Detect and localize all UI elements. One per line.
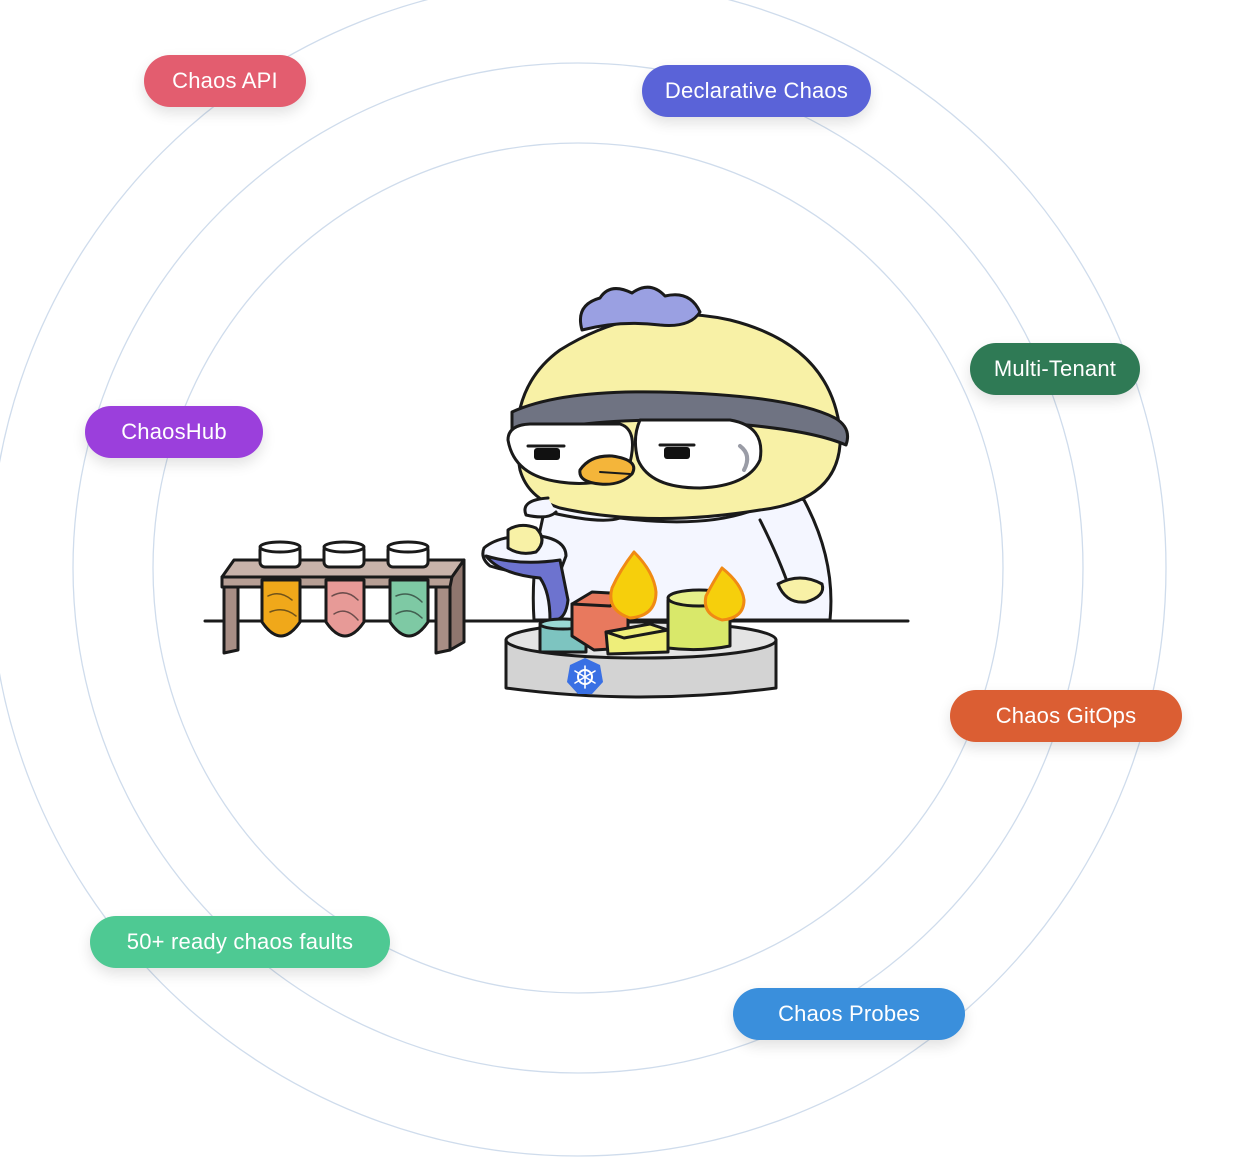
kubernetes-icon bbox=[567, 658, 603, 694]
chick-scientist bbox=[506, 285, 850, 622]
flame-left bbox=[609, 550, 658, 620]
test-tube-orange bbox=[260, 578, 302, 638]
goggles-strap bbox=[510, 390, 850, 447]
orbit-ring-inner bbox=[152, 142, 1004, 994]
test-tube-green bbox=[388, 578, 430, 638]
hat-pompom bbox=[579, 285, 702, 332]
beak bbox=[578, 454, 636, 486]
test-tube-rack bbox=[203, 540, 910, 655]
feature-chaos-api: Chaos API bbox=[144, 55, 306, 107]
feature-multi-tenant: Multi-Tenant bbox=[970, 343, 1140, 395]
feature-chaos-probes: Chaos Probes bbox=[733, 988, 965, 1040]
orbit-ring-outer bbox=[0, 0, 1167, 1157]
chick-scientist-illustration bbox=[203, 285, 910, 699]
test-tube-pink bbox=[324, 578, 366, 638]
poured-liquid bbox=[484, 554, 570, 622]
pouring-beaker bbox=[481, 523, 570, 622]
flame-right bbox=[703, 566, 746, 622]
feature-chaos-gitops: Chaos GitOps bbox=[950, 690, 1182, 742]
orbit-ring-middle bbox=[72, 62, 1084, 1074]
feature-chaoshub: ChaosHub bbox=[85, 406, 263, 458]
goggles-right bbox=[633, 418, 763, 490]
kubernetes-tray bbox=[504, 550, 778, 699]
feature-declarative-chaos: Declarative Chaos bbox=[642, 65, 871, 117]
feature-ready-chaos-faults: 50+ ready chaos faults bbox=[90, 916, 390, 968]
